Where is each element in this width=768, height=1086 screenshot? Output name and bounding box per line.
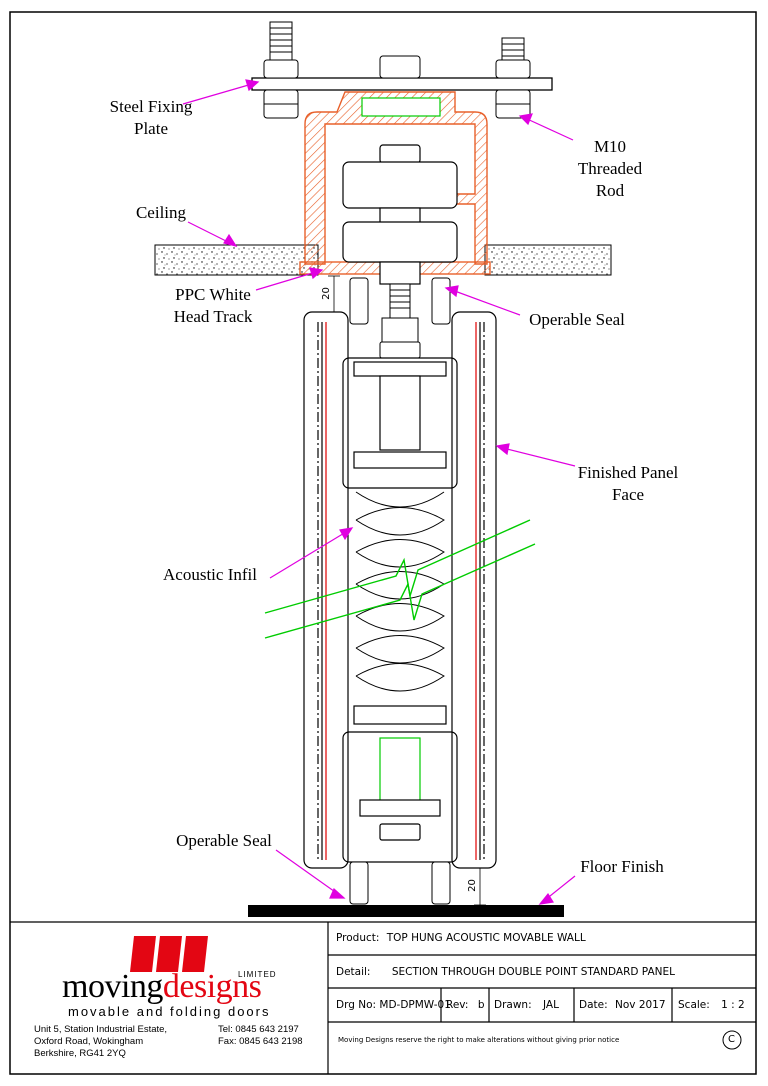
acoustic-infil	[355, 491, 445, 692]
leader-lines	[182, 79, 576, 905]
logo-part-moving: moving	[62, 968, 163, 1005]
detail-value: SECTION THROUGH DOUBLE POINT STANDARD PA…	[391, 966, 675, 978]
label-operable-seal-top: Operable Seal	[529, 310, 625, 329]
label-finished-panel-face: Finished Panel Face	[563, 462, 693, 506]
label-line: Face	[611, 485, 645, 504]
product-label: Product:	[336, 932, 380, 944]
panel-right-face	[451, 311, 497, 869]
floor-finish	[248, 905, 564, 917]
fax-line: Fax: 0845 643 2198	[218, 1036, 303, 1047]
company-address: Unit 5, Station Industrial Estate, Oxfor…	[34, 1024, 167, 1060]
logo-limited: LIMITED	[238, 970, 277, 979]
threaded-rod-left	[263, 21, 299, 119]
threaded-rod-right	[495, 37, 531, 119]
top-seals	[349, 277, 451, 325]
company-phone: Tel: 0845 643 2197 Fax: 0845 643 2198	[218, 1024, 303, 1048]
label-operable-seal-bottom: Operable Seal	[176, 831, 272, 850]
trolley	[342, 144, 458, 285]
label-line: M10	[593, 137, 627, 156]
label-line: Finished Panel	[577, 463, 679, 482]
title-block	[10, 921, 756, 1074]
tel-line: Tel: 0845 643 2197	[218, 1024, 299, 1035]
drawn-value: JAL	[542, 999, 559, 1011]
label-line: PPC White	[175, 285, 251, 304]
drawn-field: Drawn: JAL	[494, 999, 559, 1011]
steel-fixing-plate	[251, 77, 553, 91]
bottom-carrier	[342, 705, 458, 863]
product-field: Product: TOP HUNG ACOUSTIC MOVABLE WALL	[336, 932, 586, 944]
product-value: TOP HUNG ACOUSTIC MOVABLE WALL	[386, 932, 586, 944]
ceiling-left	[154, 244, 319, 276]
label-line: Steel Fixing	[109, 97, 193, 116]
date-value: Nov 2017	[614, 999, 666, 1011]
label-line: Plate	[134, 119, 168, 138]
address-line: Unit 5, Station Industrial Estate,	[34, 1024, 168, 1035]
panel-rod	[379, 283, 421, 359]
scale-field: Scale: 1 : 2	[678, 999, 745, 1011]
rev-label: Rev:	[446, 999, 469, 1011]
drawing-number-field: Drg No: MD-DPMW-01	[336, 999, 451, 1011]
dimension-top	[328, 275, 340, 313]
centre-bolt	[379, 55, 421, 79]
drg-value: MD-DPMW-01	[379, 999, 451, 1011]
company-logo-text: movingdesigns	[62, 968, 262, 1006]
label-head-track: PPC White Head Track	[158, 284, 268, 328]
dimension-bottom	[474, 867, 486, 906]
label-line: Rod	[595, 181, 625, 200]
label-ceiling: Ceiling	[135, 203, 187, 222]
logo-mark	[130, 936, 208, 972]
break-lines	[264, 519, 536, 639]
bottom-seals	[349, 861, 451, 905]
address-line: Berkshire, RG41 2YQ	[34, 1048, 126, 1059]
logo-part-designs: designs	[162, 968, 262, 1005]
top-carrier	[342, 357, 458, 489]
dimension-bottom-text: 20	[466, 879, 478, 892]
ceiling-right	[484, 244, 612, 276]
detail-label: Detail:	[336, 966, 371, 978]
address-line: Oxford Road, Wokingham	[34, 1036, 144, 1047]
label-steel-fixing-plate: Steel Fixing Plate	[96, 96, 206, 140]
copyright-symbol: C	[728, 1034, 735, 1045]
logo-tagline: movable and folding doors	[68, 1004, 271, 1019]
notice-text: Moving Designs reserve the right to make…	[338, 1036, 620, 1044]
scale-label: Scale:	[678, 999, 710, 1011]
detail-field: Detail: SECTION THROUGH DOUBLE POINT STA…	[336, 966, 675, 978]
drawn-label: Drawn:	[494, 999, 532, 1011]
panel-left-face	[303, 311, 349, 869]
label-line: Head Track	[173, 307, 253, 326]
dimension-top-text: 20	[320, 287, 332, 300]
label-acoustic-infil: Acoustic Infil	[163, 565, 257, 584]
rev-value: b	[477, 999, 485, 1011]
sheet-border	[9, 11, 757, 1075]
revision-field: Rev: b	[446, 999, 484, 1011]
label-m10-rod: M10 Threaded Rod	[570, 136, 650, 202]
scale-value: 1 : 2	[721, 999, 745, 1011]
date-label: Date:	[579, 999, 608, 1011]
label-line: Threaded	[577, 159, 643, 178]
date-field: Date: Nov 2017	[579, 999, 666, 1011]
drg-label: Drg No:	[336, 999, 377, 1011]
label-floor-finish: Floor Finish	[580, 857, 664, 876]
